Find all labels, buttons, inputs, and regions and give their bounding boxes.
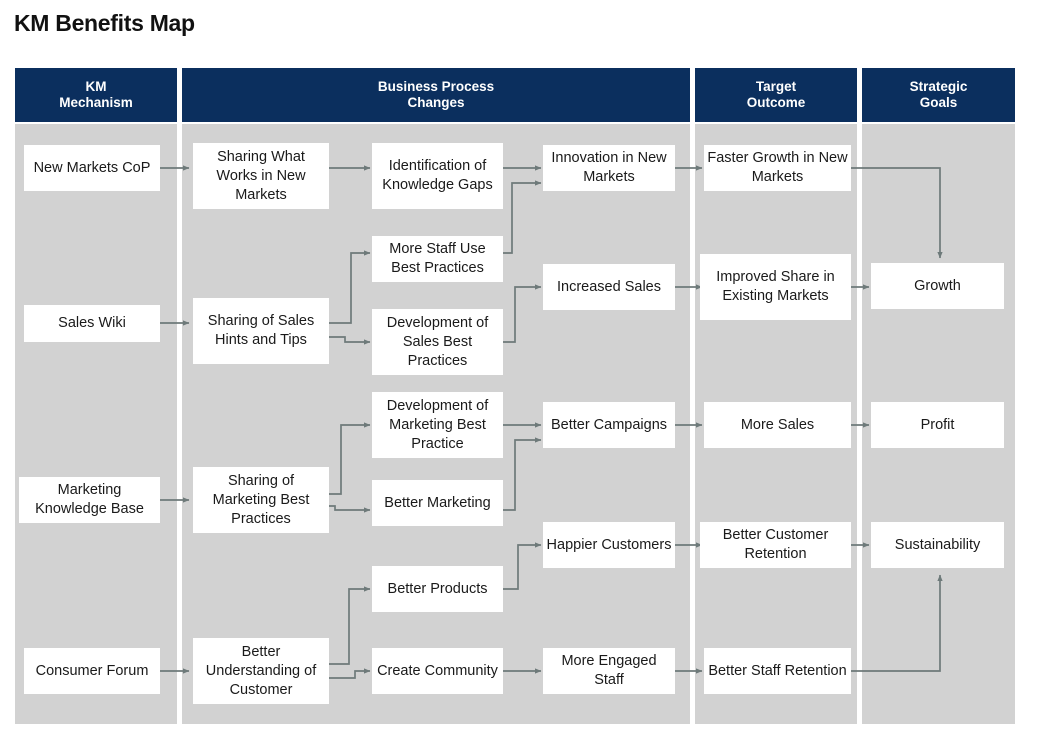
node-development-of-sales-best-practices[interactable]: Development of Sales Best Practices xyxy=(372,309,503,375)
node-sharing-what-works-in-new-markets[interactable]: Sharing What Works in New Markets xyxy=(193,143,329,209)
node-better-campaigns[interactable]: Better Campaigns xyxy=(543,402,675,448)
column-header-km-mechanism-line1: KM xyxy=(85,79,107,94)
node-sharing-of-sales-hints-and-tips[interactable]: Sharing of Sales Hints and Tips xyxy=(193,298,329,364)
column-header-strategic-goals-line2: Goals xyxy=(919,95,958,110)
node-better-staff-retention[interactable]: Better Staff Retention xyxy=(704,648,851,694)
column-header-target-outcome-line1: Target xyxy=(755,79,797,94)
node-km-mechanism-consumer-forum[interactable]: Consumer Forum xyxy=(24,648,160,694)
column-header-business-process-changes: Business Process Changes xyxy=(182,68,690,122)
column-header-business-process-changes-line1: Business Process xyxy=(377,79,495,94)
node-faster-growth-in-new-markets[interactable]: Faster Growth in New Markets xyxy=(704,145,851,191)
node-increased-sales[interactable]: Increased Sales xyxy=(543,264,675,310)
node-km-mechanism-sales-wiki[interactable]: Sales Wiki xyxy=(24,305,160,342)
node-development-of-marketing-best-practice[interactable]: Development of Marketing Best Practice xyxy=(372,392,503,458)
node-km-mechanism-marketing-knowledge-base[interactable]: Marketing Knowledge Base xyxy=(19,477,160,523)
node-more-sales[interactable]: More Sales xyxy=(704,402,851,448)
node-better-understanding-of-customer[interactable]: Better Understanding of Customer xyxy=(193,638,329,704)
node-better-marketing[interactable]: Better Marketing xyxy=(372,480,503,526)
column-header-target-outcome: Target Outcome xyxy=(695,68,857,122)
lane-background-km-mechanism xyxy=(15,124,177,724)
node-better-customer-retention[interactable]: Better Customer Retention xyxy=(700,522,851,568)
node-more-staff-use-best-practices[interactable]: More Staff Use Best Practices xyxy=(372,236,503,282)
column-header-strategic-goals-line1: Strategic xyxy=(909,79,968,94)
column-header-km-mechanism: KM Mechanism xyxy=(15,68,177,122)
node-improved-share-in-existing-markets[interactable]: Improved Share in Existing Markets xyxy=(700,254,851,320)
page-title: KM Benefits Map xyxy=(14,10,195,36)
node-better-products[interactable]: Better Products xyxy=(372,566,503,612)
node-km-mechanism-new-markets-cop[interactable]: New Markets CoP xyxy=(24,145,160,191)
column-header-business-process-changes-line2: Changes xyxy=(407,95,465,110)
column-header-strategic-goals: Strategic Goals xyxy=(862,68,1015,122)
column-header-target-outcome-line2: Outcome xyxy=(746,95,806,110)
node-sharing-of-marketing-best-practices[interactable]: Sharing of Marketing Best Practices xyxy=(193,467,329,533)
node-more-engaged-staff[interactable]: More Engaged Staff xyxy=(543,648,675,694)
node-profit[interactable]: Profit xyxy=(871,402,1004,448)
column-header-km-mechanism-line2: Mechanism xyxy=(59,95,133,110)
node-create-community[interactable]: Create Community xyxy=(372,648,503,694)
node-identification-of-knowledge-gaps[interactable]: Identification of Knowledge Gaps xyxy=(372,143,503,209)
node-growth[interactable]: Growth xyxy=(871,263,1004,309)
node-innovation-in-new-markets[interactable]: Innovation in New Markets xyxy=(543,145,675,191)
node-sustainability[interactable]: Sustainability xyxy=(871,522,1004,568)
node-happier-customers[interactable]: Happier Customers xyxy=(543,522,675,568)
